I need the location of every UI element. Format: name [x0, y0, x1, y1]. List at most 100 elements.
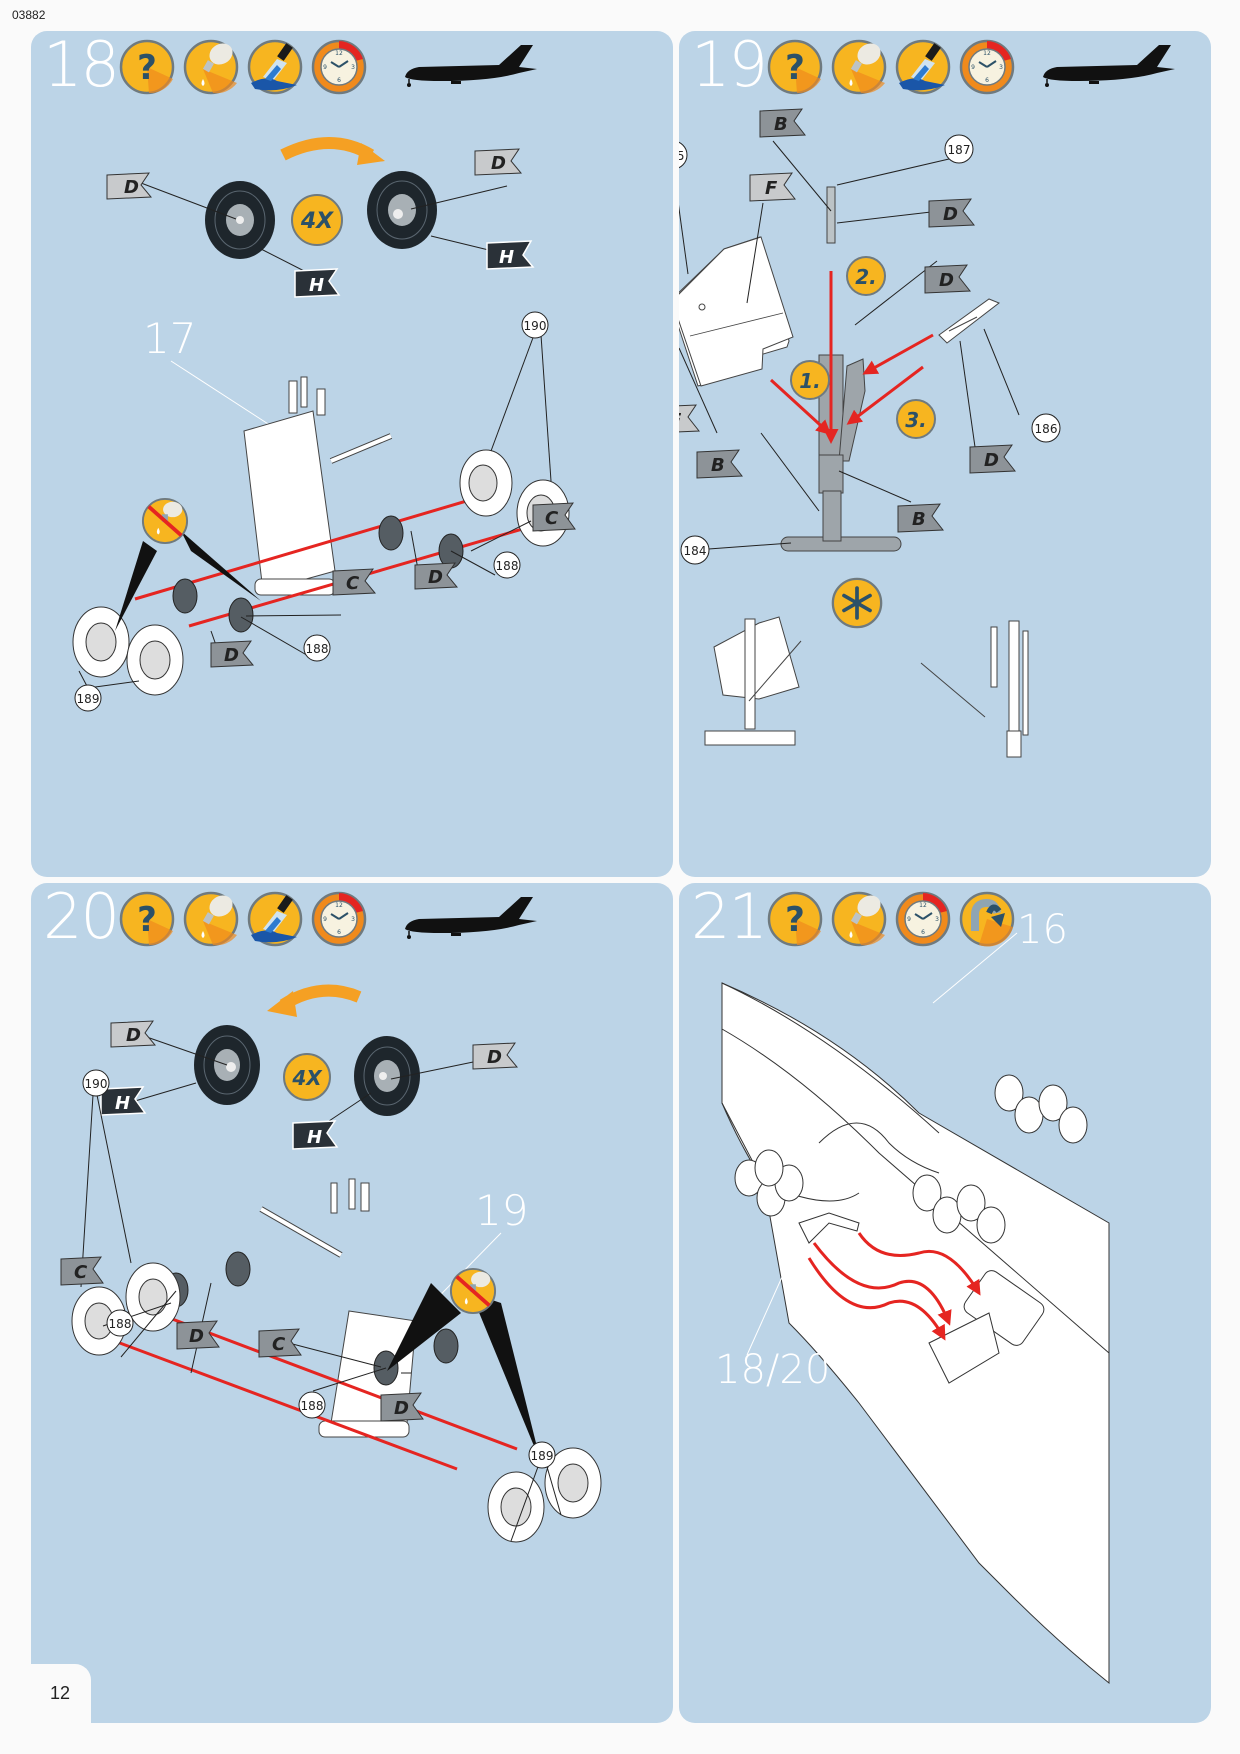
flag-B: B — [759, 108, 806, 138]
wheels-189 — [487, 1447, 602, 1543]
flag-H: H — [294, 268, 341, 298]
svg-text:3.: 3. — [905, 408, 927, 432]
part-number: 188 — [298, 1391, 326, 1419]
svg-text:H: H — [307, 1127, 322, 1148]
svg-text:188: 188 — [301, 1399, 324, 1413]
rotate-arrow — [280, 137, 375, 161]
flag-C: C — [258, 1328, 302, 1358]
flag-D: D — [210, 640, 255, 668]
flag-B: B — [696, 449, 743, 479]
flag-D: D — [110, 1020, 157, 1048]
svg-text:C: C — [545, 508, 559, 529]
document-code: 03882 — [12, 8, 46, 22]
flag-H: H — [292, 1120, 339, 1150]
assembly-ref: 18/20 — [715, 1347, 830, 1393]
svg-text:B: B — [711, 455, 725, 476]
svg-text:D: D — [943, 204, 958, 225]
svg-text:D: D — [189, 1326, 204, 1347]
flag-D: D — [474, 148, 523, 176]
svg-text:184: 184 — [684, 544, 707, 558]
flag-D: D — [969, 444, 1016, 474]
page-number-tab — [31, 1664, 91, 1724]
svg-text:B: B — [774, 114, 788, 135]
flag-F: F — [749, 172, 796, 202]
loose-gear-assembly — [734, 1149, 860, 1244]
step-18-panel: 18 4X — [31, 31, 673, 877]
step-number: 20 — [43, 883, 120, 953]
svg-text:C: C — [272, 1334, 286, 1355]
svg-text:H: H — [309, 275, 324, 296]
flag-H: H — [100, 1086, 147, 1116]
part-number: 186 — [1031, 413, 1061, 443]
step-number: 21 — [691, 883, 768, 953]
svg-text:D: D — [224, 645, 239, 666]
tire-right — [367, 171, 437, 249]
svg-text:F: F — [765, 178, 778, 199]
part-number: 188 — [303, 634, 331, 662]
svg-text:188: 188 — [109, 1317, 132, 1331]
step-19-illustration: 1. 2. 3. — [679, 108, 1061, 758]
svg-text:D: D — [124, 177, 139, 198]
svg-text:D: D — [491, 153, 506, 174]
sequence-3: 3. — [896, 399, 936, 439]
rotate-arrow-head — [267, 991, 297, 1017]
no-glue-icon — [449, 1267, 497, 1315]
svg-text:D: D — [939, 270, 954, 291]
svg-text:189: 189 — [531, 1449, 554, 1463]
svg-text:190: 190 — [85, 1077, 108, 1091]
flag-D: D — [928, 198, 975, 228]
part-number: 190 — [521, 311, 549, 339]
subassembly-ref: 17 — [143, 314, 196, 363]
flag-C: C — [60, 1256, 104, 1286]
repeat-asterisk-icon — [831, 577, 883, 629]
tire-left — [205, 181, 275, 259]
svg-text:190: 190 — [524, 319, 547, 333]
svg-text:D: D — [126, 1025, 141, 1046]
step-number: 19 — [691, 31, 768, 101]
svg-text:186: 186 — [1035, 422, 1058, 436]
part-number: 190 — [82, 1069, 110, 1097]
page-number: 12 — [50, 1683, 71, 1703]
svg-text:D: D — [984, 450, 999, 471]
flag-H: H — [486, 240, 535, 270]
multiplier-badge — [291, 194, 343, 246]
multiplier-badge — [283, 1053, 331, 1101]
svg-text:C: C — [346, 573, 360, 594]
svg-text:165: 165 — [679, 149, 684, 163]
multiplier-text: 4X — [291, 1066, 323, 1090]
part-number: 184 — [680, 535, 710, 565]
assembled-view-side — [920, 620, 1029, 758]
part-number: 188 — [493, 551, 521, 579]
step-18-illustration: 4X D H D H 17 — [72, 137, 576, 712]
installed-bogie — [912, 1074, 1088, 1244]
multiplier-text: 4X — [300, 209, 334, 234]
wheels-189 — [72, 606, 184, 696]
flag-D: D — [472, 1042, 519, 1070]
flag-F: F — [679, 404, 700, 433]
part-number: 189 — [528, 1441, 556, 1469]
part-number: 189 — [74, 684, 102, 712]
subassembly-ref: 19 — [475, 1186, 528, 1235]
svg-text:187: 187 — [948, 143, 971, 157]
step-19-panel: 19 1. 2. — [679, 31, 1211, 877]
flag-D: D — [924, 264, 971, 294]
rotate-arrow-head — [357, 143, 385, 165]
sequence-2: 2. — [846, 256, 886, 296]
flag-C: C — [532, 502, 576, 532]
tire-right — [354, 1036, 420, 1116]
assembled-view-front — [704, 616, 802, 746]
svg-text:C: C — [74, 1262, 88, 1283]
svg-text:D: D — [487, 1047, 502, 1068]
svg-text:1.: 1. — [799, 369, 821, 393]
svg-text:H: H — [115, 1093, 130, 1114]
svg-text:D: D — [428, 567, 443, 588]
flag-C: C — [332, 568, 377, 596]
part-number: 187 — [944, 134, 974, 164]
svg-text:F: F — [679, 410, 682, 431]
subassembly-ref: 16 — [1017, 907, 1068, 953]
flag-D: D — [380, 1392, 424, 1422]
svg-text:189: 189 — [77, 692, 100, 706]
svg-text:B: B — [912, 509, 926, 530]
flag-D: D — [414, 562, 459, 590]
step-20-illustration: 4X D H D H 19 — [60, 984, 602, 1543]
